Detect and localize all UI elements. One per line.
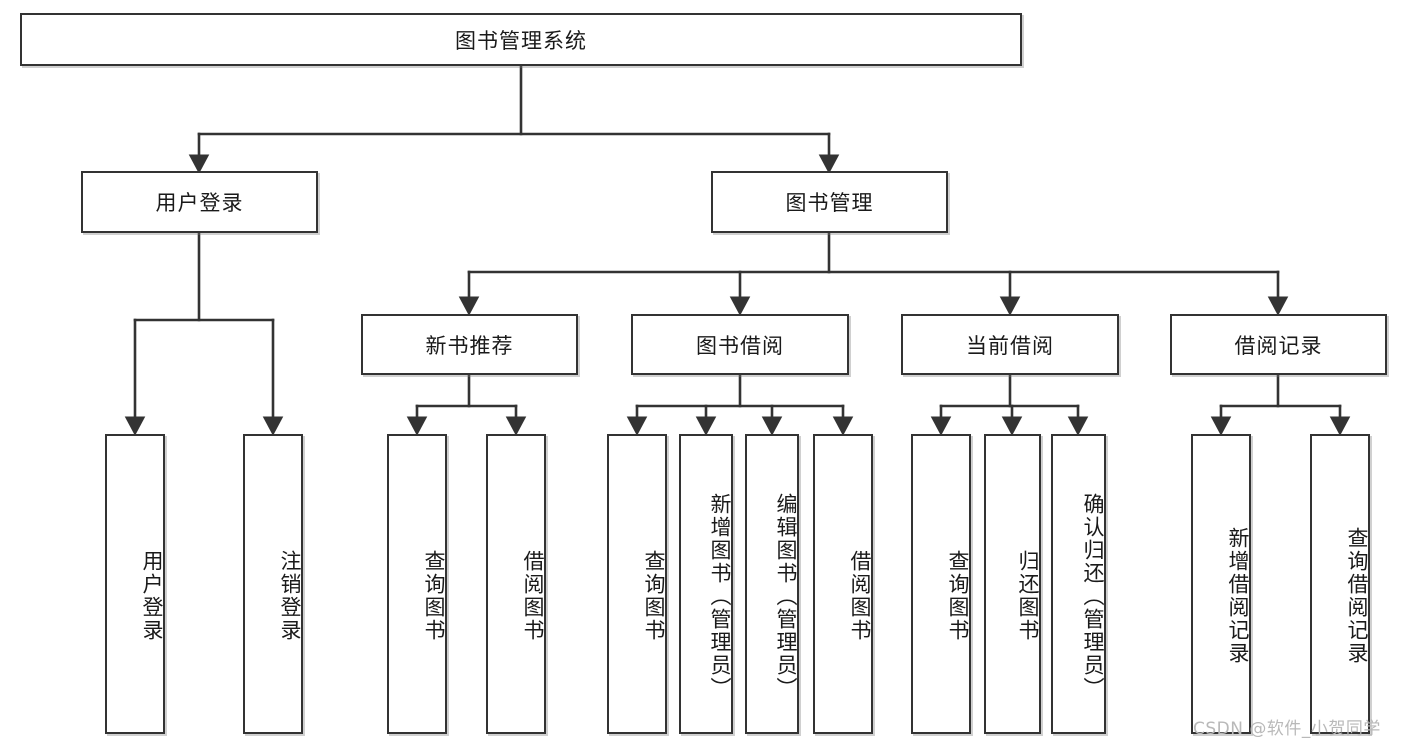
node-label: 用户登录 xyxy=(140,550,164,642)
node-leaf-logout[interactable]: 注销登录 xyxy=(243,434,303,734)
node-label: 图书借阅 xyxy=(696,333,784,358)
node-label: 借阅图书 xyxy=(521,550,545,642)
node-leaf-query-book-1[interactable]: 查询图书 xyxy=(387,434,447,734)
node-label: 确认归还（管理员） xyxy=(1081,492,1105,700)
node-leaf-confirm-return-admin[interactable]: 确认归还（管理员） xyxy=(1051,434,1106,734)
node-root-system[interactable]: 图书管理系统 xyxy=(20,13,1022,66)
node-leaf-borrow-book-2[interactable]: 借阅图书 xyxy=(813,434,873,734)
node-leaf-return-book[interactable]: 归还图书 xyxy=(984,434,1041,734)
node-leaf-user-login[interactable]: 用户登录 xyxy=(105,434,165,734)
node-book-borrow[interactable]: 图书借阅 xyxy=(631,314,849,375)
node-label: 归还图书 xyxy=(1016,550,1040,642)
node-borrow-record[interactable]: 借阅记录 xyxy=(1170,314,1387,375)
node-leaf-query-borrow-record[interactable]: 查询借阅记录 xyxy=(1310,434,1370,734)
node-leaf-borrow-book-1[interactable]: 借阅图书 xyxy=(486,434,546,734)
node-label: 注销登录 xyxy=(278,550,302,642)
node-label: 查询借阅记录 xyxy=(1345,527,1369,665)
node-label: 当前借阅 xyxy=(966,333,1054,358)
node-label: 用户登录 xyxy=(155,191,244,215)
node-label: 查询图书 xyxy=(642,550,666,642)
node-label: 图书管理系统 xyxy=(455,28,587,53)
node-label: 借阅图书 xyxy=(848,550,872,642)
node-current-borrow[interactable]: 当前借阅 xyxy=(901,314,1119,375)
node-label: 编辑图书（管理员） xyxy=(774,492,798,700)
node-label: 图书管理 xyxy=(785,191,874,215)
node-label: 查询图书 xyxy=(422,550,446,642)
node-leaf-add-borrow-record[interactable]: 新增借阅记录 xyxy=(1191,434,1251,734)
node-label: 新增借阅记录 xyxy=(1226,527,1250,665)
csdn-watermark: CSDN @软件_小贺同学 xyxy=(1193,719,1381,739)
node-leaf-query-book-2[interactable]: 查询图书 xyxy=(607,434,667,734)
node-label: 新增图书（管理员） xyxy=(708,492,732,700)
node-label: 查询图书 xyxy=(946,550,970,642)
node-book-management[interactable]: 图书管理 xyxy=(711,171,948,233)
node-leaf-add-book-admin[interactable]: 新增图书（管理员） xyxy=(679,434,733,734)
node-label: 借阅记录 xyxy=(1234,333,1323,358)
node-leaf-query-book-3[interactable]: 查询图书 xyxy=(911,434,971,734)
node-user-login[interactable]: 用户登录 xyxy=(81,171,318,233)
node-leaf-edit-book-admin[interactable]: 编辑图书（管理员） xyxy=(745,434,799,734)
node-label: 新书推荐 xyxy=(425,333,514,358)
node-new-book-recommend[interactable]: 新书推荐 xyxy=(361,314,578,375)
